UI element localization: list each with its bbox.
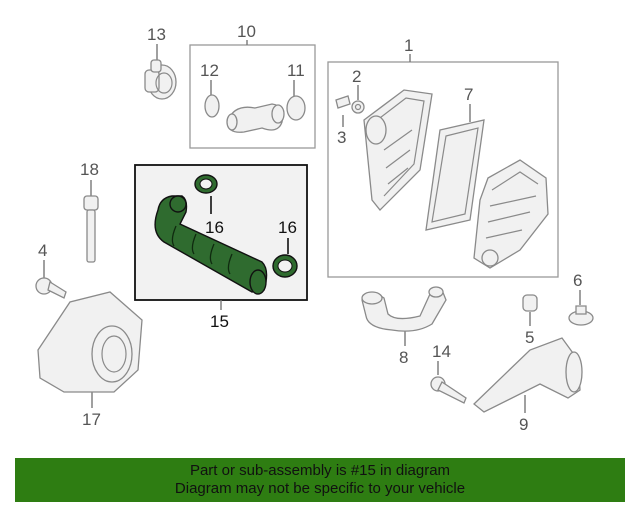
part-14-screw[interactable] <box>430 376 467 404</box>
leader-lines <box>43 40 581 413</box>
part-1-air-cleaner-upper[interactable] <box>363 89 433 211</box>
part-16-clamp-right[interactable] <box>272 254 298 278</box>
part-6-push-pin[interactable] <box>568 305 594 326</box>
part-17-air-duct[interactable] <box>37 291 143 393</box>
callout-6[interactable]: 6 <box>573 271 582 290</box>
part-5-cap[interactable] <box>522 294 538 312</box>
part-2-grommet[interactable] <box>351 100 365 114</box>
part-3-clip[interactable] <box>335 95 351 109</box>
part-18-bolt[interactable] <box>83 195 99 263</box>
callout-13[interactable]: 13 <box>147 25 166 44</box>
part-9-duct[interactable] <box>473 337 583 413</box>
part-1-air-cleaner-lower[interactable] <box>473 159 549 269</box>
part-7-filter[interactable] <box>425 119 485 231</box>
banner-line-2: Diagram may not be specific to your vehi… <box>174 480 466 497</box>
part-11-seal[interactable] <box>286 95 306 121</box>
part-15-intake-hose[interactable] <box>154 195 268 295</box>
callout-7[interactable]: 7 <box>464 85 473 104</box>
callout-2[interactable]: 2 <box>352 67 361 86</box>
callout-5[interactable]: 5 <box>525 328 534 347</box>
banner-line-1: Part or sub-assembly is #15 in diagram <box>189 462 451 479</box>
callout-15[interactable]: 15 <box>210 312 229 331</box>
part-12-seal[interactable] <box>204 94 220 118</box>
callout-12[interactable]: 12 <box>200 61 219 80</box>
callout-8[interactable]: 8 <box>399 348 408 367</box>
callout-18[interactable]: 18 <box>80 160 99 179</box>
callout-16-left[interactable]: 16 <box>205 218 224 237</box>
callout-14[interactable]: 14 <box>432 342 451 361</box>
part-10-hose[interactable] <box>226 103 285 133</box>
info-banner: Part or sub-assembly is #15 in diagram D… <box>15 458 625 502</box>
part-13-sensor[interactable] <box>144 59 177 100</box>
callout-3[interactable]: 3 <box>337 128 346 147</box>
callout-11[interactable]: 11 <box>287 61 305 80</box>
callout-9[interactable]: 9 <box>519 415 528 434</box>
callout-4[interactable]: 4 <box>38 241 47 260</box>
part-4-screw[interactable] <box>35 277 67 299</box>
callout-10[interactable]: 10 <box>237 22 256 41</box>
part-16-clamp-left[interactable] <box>194 174 218 194</box>
callout-17[interactable]: 17 <box>82 410 101 429</box>
callout-1[interactable]: 1 <box>404 36 413 55</box>
part-8-hose[interactable] <box>361 286 447 332</box>
callout-16-right[interactable]: 16 <box>278 218 297 237</box>
